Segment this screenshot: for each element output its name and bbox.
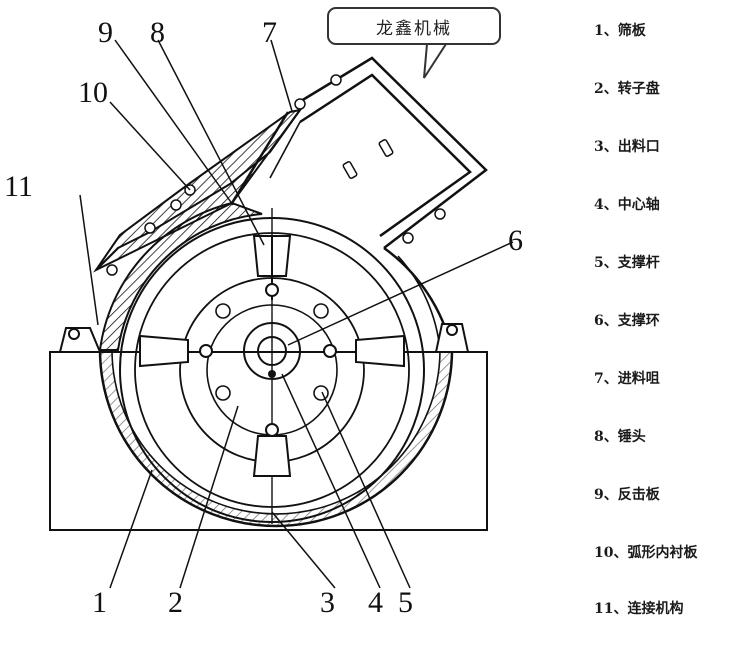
legend-item-4: 4、中心轴 xyxy=(594,197,660,213)
legend-item-2: 2、转子盘 xyxy=(594,81,660,97)
legend-item-8: 8、锤头 xyxy=(594,429,646,445)
callout-number-3: 3 xyxy=(320,586,335,619)
callout-number-1: 1 xyxy=(92,586,107,619)
connecting-mechanism xyxy=(58,323,470,353)
parts-legend: 1、筛板 2、转子盘 3、出料口 4、中心轴 5、支撑杆 6、支撑环 7、进料咀… xyxy=(594,0,750,655)
arc-inner-lining xyxy=(98,201,263,351)
legend-item-7: 7、进料咀 xyxy=(594,371,660,387)
callout-number-6: 6 xyxy=(508,224,523,257)
legend-item-9: 9、反击板 xyxy=(594,487,660,503)
legend-item-11: 11、连接机构 xyxy=(594,601,684,617)
hammers xyxy=(139,235,405,477)
legend-item-6: 6、支撑环 xyxy=(594,313,660,329)
legend-item-10: 10、弧形内衬板 xyxy=(594,545,698,561)
base-frame xyxy=(49,351,488,531)
legend-item-1: 1、筛板 xyxy=(594,23,646,39)
callout-number-9: 9 xyxy=(98,16,113,49)
callout-number-5: 5 xyxy=(398,586,413,619)
callout-number-2: 2 xyxy=(168,586,183,619)
callout-number-4: 4 xyxy=(368,586,383,619)
legend-item-3: 3、出料口 xyxy=(594,139,660,155)
callout-number-11: 11 xyxy=(4,170,33,203)
feed-chute-bolts xyxy=(106,74,446,276)
callout-number-8: 8 xyxy=(150,16,165,49)
rotor-disc-holes xyxy=(215,303,329,401)
leader-lines xyxy=(79,39,514,589)
callout-number-10: 10 xyxy=(78,76,108,109)
callout-tail xyxy=(423,43,448,79)
central-shaft xyxy=(243,322,301,380)
legend-item-5: 5、支撑杆 xyxy=(594,255,660,271)
brand-callout: 龙鑫机械 xyxy=(327,7,501,45)
callout-number-7: 7 xyxy=(262,16,277,49)
